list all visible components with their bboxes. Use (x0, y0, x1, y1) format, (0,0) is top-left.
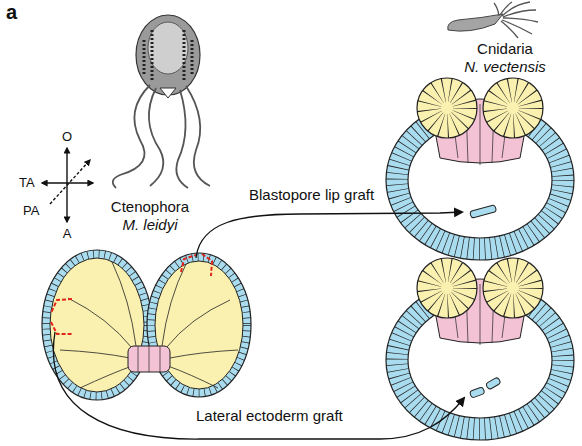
tentacle (113, 85, 164, 188)
axis-arrow (42, 182, 93, 183)
anemone-icon (448, 2, 538, 38)
axis-arrow (50, 160, 90, 204)
graft-arrow (53, 332, 464, 439)
comb-rows (144, 30, 192, 80)
axis-cross (42, 148, 93, 222)
cnidarian-embryo (386, 258, 574, 440)
ctenophore-icon (113, 15, 210, 188)
graft-piece (469, 387, 485, 398)
anemone-body (448, 14, 503, 31)
panel-letter: a (6, 0, 17, 24)
axis-label: TA (19, 175, 35, 191)
graft-piece (485, 377, 501, 390)
tentacle (176, 86, 210, 188)
taxon-name: Ctenophora (111, 198, 189, 216)
graft-bracket (202, 254, 212, 276)
species-name: N. vectensis (464, 58, 546, 76)
ctenophore-body (148, 22, 188, 74)
ectoderm (42, 250, 152, 400)
graft-bracket (181, 255, 196, 272)
graft-bracket (51, 299, 72, 313)
ctenophore-body (136, 15, 200, 95)
taxon-name: Cnidaria (477, 40, 533, 58)
ctenophore-embryo (42, 250, 251, 400)
ctenophore-mouth (160, 88, 176, 98)
anemone-tentacles (494, 2, 538, 38)
axis-label: O (62, 129, 72, 145)
graft-bracket (51, 254, 212, 334)
ectoderm (147, 253, 251, 397)
graft-label: Lateral ectoderm graft (196, 407, 343, 425)
pharynx (128, 346, 170, 372)
cnidarian-embryo (386, 78, 574, 260)
graft-bracket (51, 322, 72, 334)
cell-lines (60, 262, 238, 388)
graft-arrow (196, 212, 462, 258)
graft-piece (470, 205, 497, 218)
graft-label: Blastopore lip graft (249, 186, 374, 204)
species-name: M. leidyi (122, 216, 177, 234)
axis-label: A (63, 226, 72, 242)
cell-lines (138, 346, 160, 372)
axis-label: PA (23, 203, 39, 219)
yellow-lobe (50, 258, 144, 392)
